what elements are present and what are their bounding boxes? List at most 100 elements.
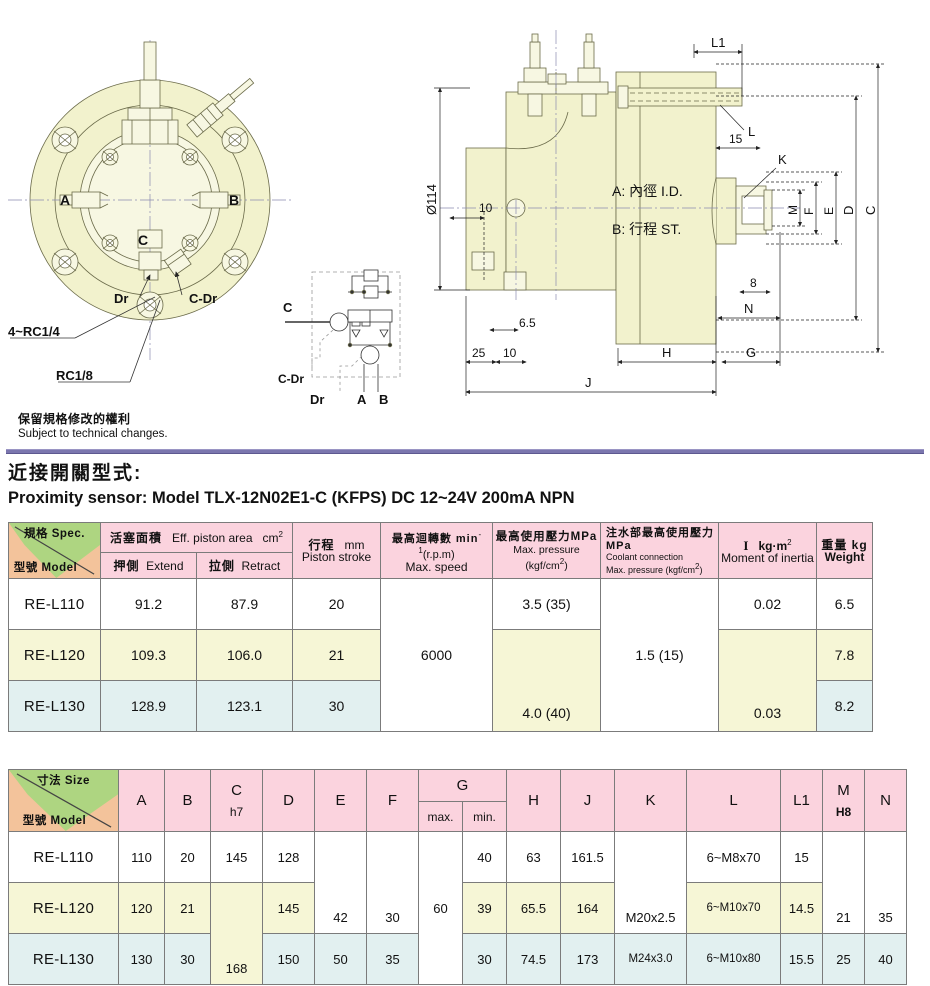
th-size-k: K (614, 769, 687, 832)
footer-note: 保留規格修改的權利 Subject to technical changes. (18, 412, 518, 441)
cell-size-model-1: RE-L110 (8, 831, 119, 883)
schematic-label-a: A (357, 392, 367, 407)
cell-size-l-2: 6~M10x70 (686, 882, 781, 934)
th-size-g-max: max. (418, 801, 463, 832)
side-view (434, 30, 884, 396)
cell-size-m-3: 25 (822, 933, 865, 985)
th-extend: 押側 Extend (100, 552, 197, 579)
label-port-dr: Dr (114, 291, 128, 306)
th-size-j: J (560, 769, 615, 832)
note-bore-id: A: 內徑 I.D. (612, 183, 683, 199)
cell-weight-1: 6.5 (816, 578, 873, 630)
th-retract: 拉側 Retract (196, 552, 293, 579)
note-stroke-st: B: 行程 ST. (612, 221, 681, 237)
dim-10: 10 (479, 201, 493, 215)
cell-inertia-23: 0.03 (718, 629, 817, 732)
footer-note-cn: 保留規格修改的權利 (18, 412, 131, 426)
cell-size-l1-1: 15 (780, 831, 823, 883)
table2-corner-cell: 寸法 Size 型號 Model (8, 769, 119, 832)
cell-size-l1-2: 14.5 (780, 882, 823, 934)
table2-corner-model: 型號 Model (22, 815, 87, 827)
th-size-a: A (118, 769, 165, 832)
label-port-b: B (229, 192, 239, 208)
cell-size-l-1: 6~M8x70 (686, 831, 781, 883)
cell-size-g-min-2: 39 (462, 882, 507, 934)
label-port-c: C (138, 232, 148, 248)
cell-size-e-3: 50 (314, 933, 367, 985)
dim-e: E (822, 207, 836, 215)
cell-size-g-min-1: 40 (462, 831, 507, 883)
label-k: K (778, 152, 787, 167)
label-l: L (748, 124, 755, 139)
technical-drawing-area: A B C Dr C-Dr 4~RC1/4 RC1/8 C C-Dr Dr A … (0, 0, 930, 408)
cell-pressure-1: 3.5 (35) (492, 578, 601, 630)
cell-size-n-3: 40 (864, 933, 907, 985)
cell-size-g-min-3: 30 (462, 933, 507, 985)
th-size-l1: L1 (780, 769, 823, 832)
label-dia-114: Ø114 (424, 184, 439, 215)
cell-stroke-1: 20 (292, 578, 381, 630)
specification-table-wrapper: 規格 Spec. 型號 Model 活塞面積 Eff. piston area … (8, 522, 873, 732)
th-size-b: B (164, 769, 211, 832)
schematic-label-b: B (379, 392, 388, 407)
label-port-c-dr: C-Dr (189, 291, 217, 306)
dim-c: C (863, 206, 878, 215)
th-size-m: M H8 (822, 769, 865, 832)
table1-corner-cell: 規格 Spec. 型號 Model (8, 522, 101, 579)
cell-size-e-12: 42 (314, 831, 367, 934)
cell-size-m-12: 21 (822, 831, 865, 934)
th-size-d: D (262, 769, 315, 832)
cell-size-a-3: 130 (118, 933, 165, 985)
cell-size-j-1: 161.5 (560, 831, 615, 883)
proximity-sensor-heading: 近接開關型式: Proximity sensor: Model TLX-12N0… (8, 462, 922, 509)
cell-max-speed: 6000 (380, 578, 493, 732)
dim-m: M (786, 205, 800, 215)
cell-size-c-1: 145 (210, 831, 263, 883)
cell-size-model-2: RE-L120 (8, 882, 119, 934)
table2-corner-size: 寸法 Size (37, 775, 90, 787)
cell-size-h-2: 65.5 (506, 882, 561, 934)
cell-model-2: RE-L120 (8, 629, 101, 681)
dim-15: 15 (729, 132, 743, 146)
th-size-g-min: min. (462, 801, 507, 832)
schematic-label-dr: Dr (310, 392, 324, 407)
th-size-c: C h7 (210, 769, 263, 832)
cell-size-a-1: 110 (118, 831, 165, 883)
th-size-f: F (366, 769, 419, 832)
th-size-e: E (314, 769, 367, 832)
th-moment-of-inertia: I kg·m2 Moment of inertia (718, 522, 817, 579)
th-piston-stroke: 行程 mm Piston stroke (292, 522, 381, 579)
specification-table: 規格 Spec. 型號 Model 活塞面積 Eff. piston area … (8, 522, 873, 732)
cell-weight-2: 7.8 (816, 629, 873, 681)
purple-divider (6, 449, 924, 454)
cell-size-a-2: 120 (118, 882, 165, 934)
dim-j: J (585, 375, 592, 390)
th-size-n: N (864, 769, 907, 832)
cell-retract-3: 123.1 (196, 680, 293, 732)
cell-size-k-12: M20x2.5 (614, 831, 687, 934)
label-drain-note: RC1/8 (56, 368, 93, 383)
footer-note-en: Subject to technical changes. (18, 428, 168, 440)
th-weight: 重量 kg Weight (816, 522, 873, 579)
table1-corner-spec: 規格 Spec. (24, 528, 85, 540)
cell-size-h-3: 74.5 (506, 933, 561, 985)
dim-h: H (662, 345, 671, 360)
front-view (8, 40, 292, 383)
cell-size-f-3: 35 (366, 933, 419, 985)
table-row: RE-L110 91.2 87.9 20 6000 3.5 (35) 1.5 (… (8, 578, 873, 732)
cell-extend-3: 128.9 (100, 680, 197, 732)
dim-6-5: 6.5 (519, 316, 536, 330)
dim-n: N (744, 301, 753, 316)
cell-model-3: RE-L130 (8, 680, 101, 732)
cell-inertia-1: 0.02 (718, 578, 817, 630)
cell-size-j-3: 173 (560, 933, 615, 985)
dim-8: 8 (750, 276, 757, 290)
dim-l1: L1 (711, 35, 725, 50)
cell-extend-1: 91.2 (100, 578, 197, 630)
cell-weight-3: 8.2 (816, 680, 873, 732)
cell-size-f-12: 30 (366, 831, 419, 934)
table1-corner-model: 型號 Model (13, 562, 78, 574)
schematic-label-c-dr: C-Dr (278, 372, 304, 386)
cell-size-l-3: 6~M10x80 (686, 933, 781, 985)
cell-extend-2: 109.3 (100, 629, 197, 681)
